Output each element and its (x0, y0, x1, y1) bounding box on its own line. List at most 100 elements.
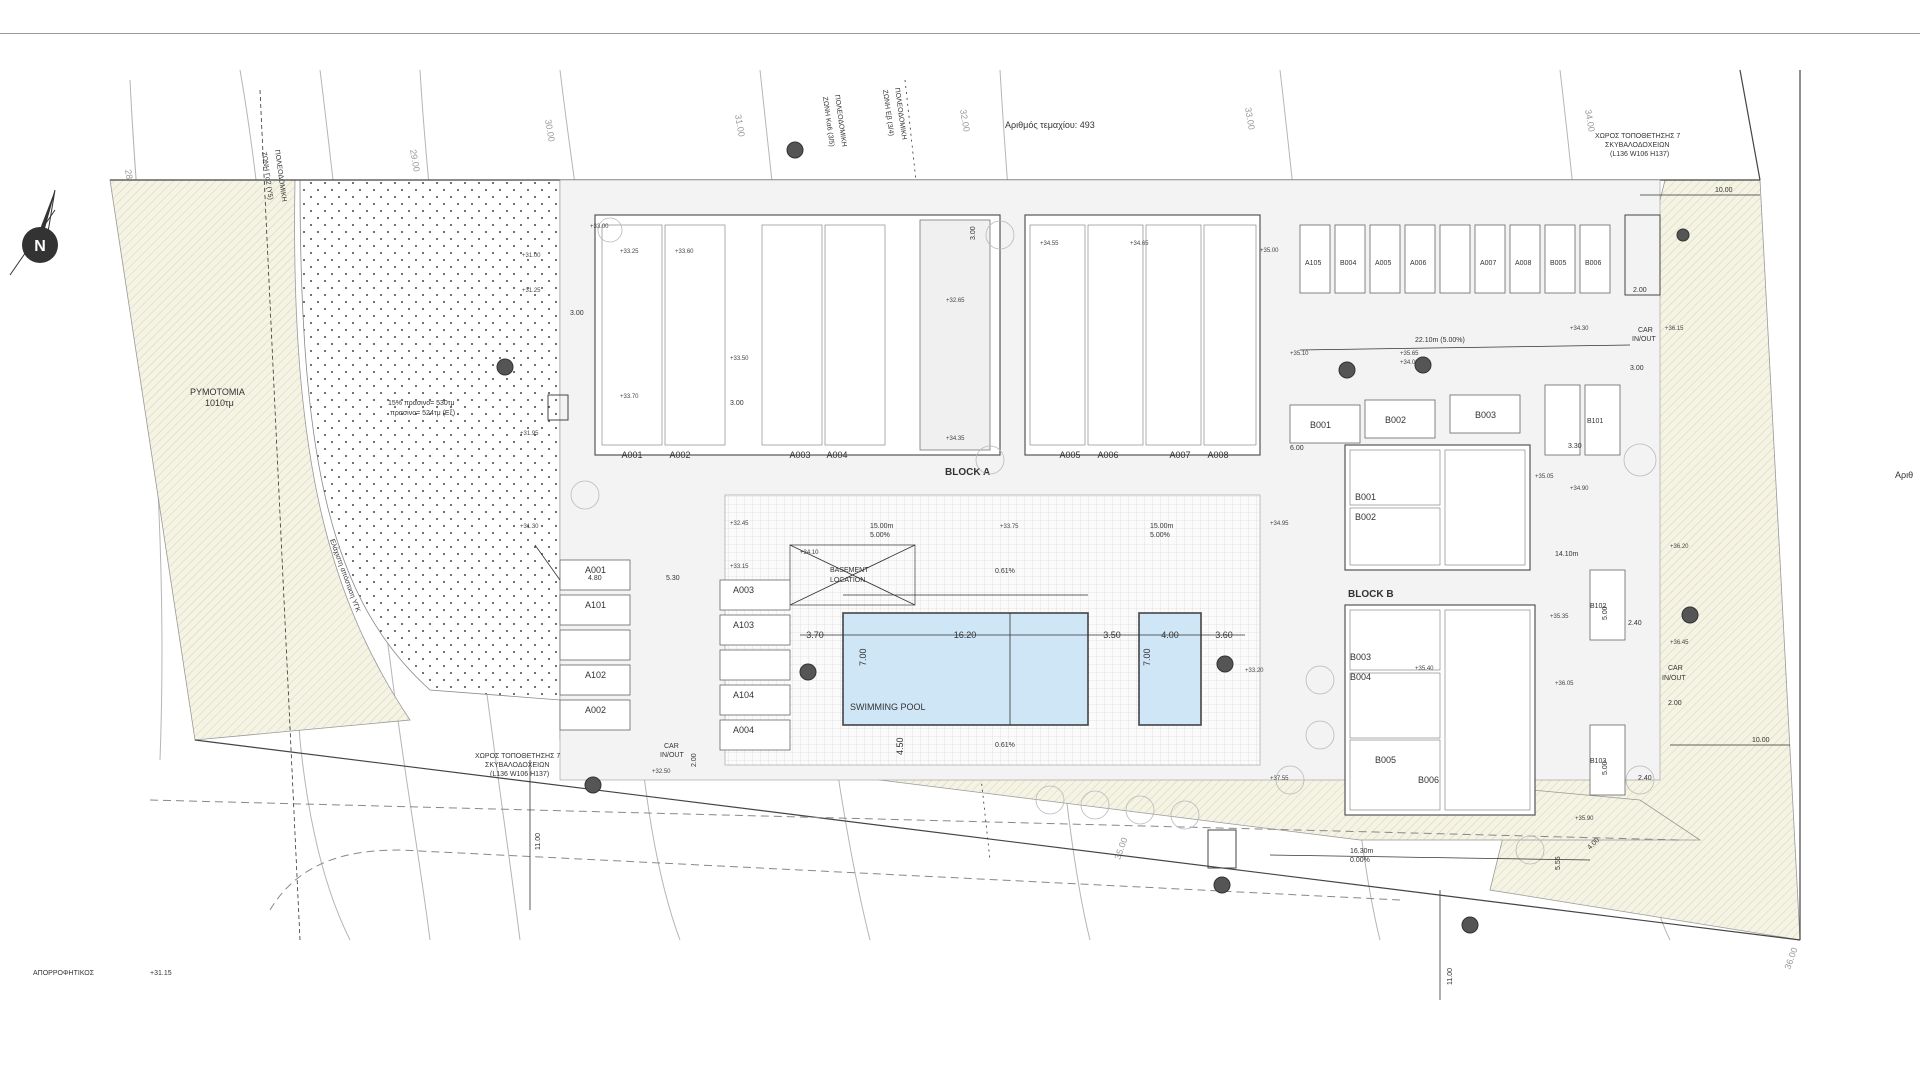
absorption-level: +31.15 (150, 970, 172, 977)
dimension-label: 10.00 (1715, 187, 1733, 194)
parking-label: A008 (1515, 260, 1531, 267)
parking-label: B006 (1585, 260, 1601, 267)
level-label: +37.55 (1270, 776, 1289, 782)
road-label: ΡΥΜΟΤΟΜΙΑ (190, 387, 245, 397)
bin-area-label: (L136 W106 H137) (490, 771, 549, 778)
dimension-label: 3.00 (730, 400, 744, 407)
dimension-label: 4.00 (1161, 630, 1179, 640)
level-label: +34.00 (1400, 360, 1419, 366)
contour-label: 36.00 (1782, 946, 1799, 971)
basement-label: BASEMENT (830, 567, 869, 574)
level-label: +34.30 (1570, 326, 1589, 332)
dimensions: 16.20 7.00 3.70 3.50 4.00 3.60 7.00 4.50… (529, 187, 1790, 1000)
block-b: B001 B002 B003 B004 B005 B006 BLOCK B (1344, 444, 1536, 816)
level-label: +33.20 (1245, 668, 1264, 674)
dimension-label: 14.10m (1555, 551, 1579, 558)
unit-label: B004 (1350, 672, 1371, 682)
parking-west: A001 A101 A102 A002 (559, 559, 631, 731)
parking-label: B005 (1550, 260, 1566, 267)
level-label: +33.15 (730, 564, 749, 570)
green-area-line2: πρασινο= 524τμ (Εξ) (390, 410, 455, 417)
parking-label: A102 (585, 670, 606, 680)
dimension-label: 15.00m (870, 523, 894, 530)
site-plan-drawing: 28.00 29.00 30.00 31.00 32.00 33.00 34.0… (9, 69, 1913, 1000)
dimension-label: 7.00 (1142, 648, 1152, 666)
level-label: +35.05 (1535, 474, 1554, 480)
level-label: +36.05 (1555, 681, 1574, 687)
block-a-label: BLOCK A (945, 467, 990, 478)
unit-label: A003 (789, 450, 810, 460)
parking-label: A003 (733, 585, 754, 595)
contour-label: 30.00 (543, 119, 557, 143)
basement-label: LOCATION (830, 577, 865, 584)
dimension-label: 5.55 (1555, 856, 1562, 870)
level-markers: +33.00 +33.25 +33.60 +31.00 +31.25 +33.5… (520, 224, 1689, 822)
parking-label: A007 (1480, 260, 1496, 267)
dimension-label: 5.00% (1150, 532, 1170, 539)
dimension-label: 2.40 (1628, 620, 1642, 627)
car-in-out-label: IN/OUT (660, 752, 684, 759)
parking-label: A005 (1375, 260, 1391, 267)
unit-label: A007 (1169, 450, 1190, 460)
unit-label: A001 (621, 450, 642, 460)
car-in-out-label: IN/OUT (1632, 336, 1656, 343)
contour-label: 29.00 (408, 149, 422, 173)
level-label: +32.50 (652, 769, 671, 775)
trees (570, 217, 1657, 865)
bin-area-label: (L136 W106 H137) (1610, 151, 1669, 158)
dimension-label: 3.50 (1103, 630, 1121, 640)
level-label: +32.65 (946, 298, 965, 304)
block-a-east (1024, 214, 1261, 456)
slope-label: 0.61% (995, 742, 1015, 749)
unit-label: A002 (669, 450, 690, 460)
level-label: +31.95 (520, 431, 539, 437)
dimension-label: 6.00 (1290, 445, 1304, 452)
block-a: A001 A002 A003 A004 A005 A006 A007 A008 … (594, 214, 1261, 478)
dimension-label: 4.80 (588, 575, 602, 582)
dimension-label: 4.50 (895, 737, 905, 755)
dimension-label: 2.00 (691, 753, 698, 767)
dimension-label: 7.00 (858, 648, 868, 666)
dimension-label: 5.30 (666, 575, 680, 582)
level-label: +32.45 (730, 521, 749, 527)
contour-label: 31.00 (733, 114, 747, 138)
contour-label: 34.00 (1583, 109, 1597, 133)
bin-area-label: ΣΚΥΒΑΛΟΔΟΧΕΙΩΝ (485, 762, 549, 769)
level-label: +34.35 (946, 436, 965, 442)
parking-label: B003 (1475, 410, 1496, 420)
level-label: +31.00 (522, 253, 541, 259)
unit-label: A006 (1097, 450, 1118, 460)
block-a-unit-labels: A001 A002 A003 A004 A005 A006 A007 A008 (621, 450, 1228, 460)
parking-east: B001 B002 B003 (1289, 394, 1521, 444)
contour-label: 33.00 (1243, 107, 1257, 131)
dimension-label: 5.00 (1602, 761, 1609, 775)
parking-label: A002 (585, 705, 606, 715)
car-in-out-label: CAR (1668, 665, 1683, 672)
north-label: N (34, 238, 46, 255)
bin-area-label: ΧΩΡΟΣ ΤΟΠΟΘΕΤΗΣΗΣ 7 (475, 753, 560, 760)
level-label: +33.25 (620, 249, 639, 255)
level-label: +34.65 (1130, 241, 1149, 247)
block-b-label: BLOCK B (1348, 589, 1394, 600)
level-label: +35.40 (1415, 666, 1434, 672)
unit-label: B006 (1418, 775, 1439, 785)
zone-label: ΖΩΝΗ Εβ (3/4) (881, 89, 894, 136)
level-label: +35.10 (1290, 351, 1309, 357)
level-label: +35.65 (1400, 351, 1419, 357)
level-label: +34.95 (1270, 521, 1289, 527)
slope-label: 0.61% (995, 568, 1015, 575)
parking-label: B101 (1587, 418, 1603, 425)
dimension-label: 11.00 (1447, 968, 1454, 985)
dimension-label: 3.60 (1215, 630, 1233, 640)
bin-area-label: ΣΚΥΒΑΛΟΔΟΧΕΙΩΝ (1605, 142, 1669, 149)
car-in-out-label: IN/OUT (1662, 675, 1686, 682)
dimension-label: 5.00% (870, 532, 890, 539)
bin-area-label: ΧΩΡΟΣ ΤΟΠΟΘΕΤΗΣΗΣ 7 (1595, 133, 1680, 140)
car-in-out-label: CAR (664, 743, 679, 750)
level-label: +31.25 (522, 288, 541, 294)
parking-label: B001 (1310, 420, 1331, 430)
parking-label: A101 (585, 600, 606, 610)
block-b-rooms (1349, 449, 1531, 811)
unit-label: A004 (826, 450, 847, 460)
dimension-label: 3.00 (1630, 365, 1644, 372)
